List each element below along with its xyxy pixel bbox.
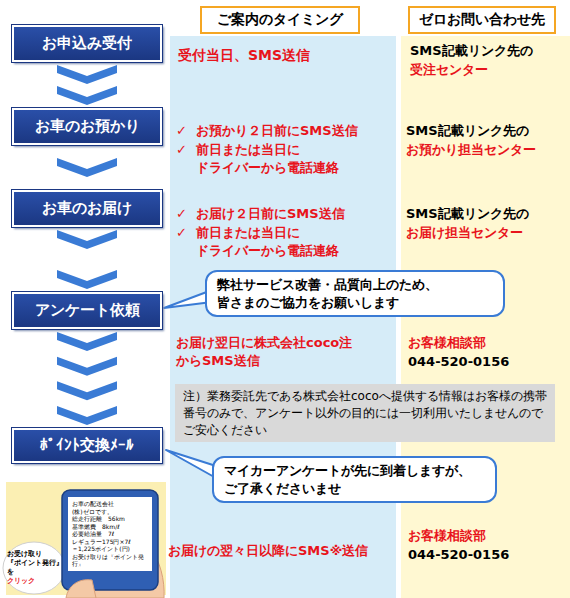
column-header: ご案内のタイミング [200, 6, 360, 34]
chevron [57, 65, 117, 84]
text-label: 受注センター [410, 61, 566, 79]
node-text: レギュラー175円×7ℓ [72, 538, 148, 546]
node-text: ＝1,225ポイント(円) [72, 545, 148, 553]
text-label: クリック [7, 577, 63, 586]
node-text: お申込み受付 [42, 34, 132, 53]
node-text: お車の配送会社 [72, 500, 148, 508]
process-box: ﾎﾟｲﾝﾄ交換ﾒｰﾙ [12, 428, 162, 463]
text-label: 前日または当日に ドライバーから電話連絡 [196, 141, 392, 176]
node-text: お受け取りは『ポイント発行』 [72, 553, 148, 568]
text-label: 『ポイント発行』 [7, 559, 63, 568]
text-label: お預かり２日前にSMS送信 [196, 122, 392, 140]
text-label: 受付当日、SMS送信 [178, 46, 390, 65]
node-text: 総走行距離 56km [72, 515, 148, 523]
click-bubble [3, 542, 65, 594]
phone-ground [6, 482, 166, 595]
chevron [57, 270, 117, 289]
flow-arrow [57, 158, 117, 177]
flow-arrow [57, 65, 117, 105]
text-label: お客様相談部 [408, 527, 566, 545]
text-label: お受け取り [7, 550, 63, 559]
callout-bubble: 弊社サービス改善・品質向上のため、 皆さまのご協力をお願いします [205, 270, 505, 317]
flow-arrow [57, 230, 117, 289]
text-label: お届け２日前にSMS送信 [196, 205, 392, 223]
process-box: お車のお預かり [12, 108, 162, 145]
chevron [57, 230, 117, 249]
text-label: ✓ [176, 205, 194, 223]
chevron [57, 406, 117, 425]
process-box: お車のお届け [12, 190, 162, 227]
text-label: 044-520-0156 [408, 546, 566, 564]
text-label: SMS記載リンク先の [410, 42, 566, 60]
text-label: 前日または当日に ドライバーから電話連絡 [196, 224, 392, 259]
callout-tail [166, 450, 216, 478]
text-label: ✓ [176, 141, 194, 159]
chevron [57, 332, 117, 351]
text-label: ✓ [176, 224, 194, 242]
chevron [57, 86, 117, 105]
text-label: お届けの翌々日以降にSMS※送信 [168, 542, 398, 560]
chevron [57, 357, 117, 376]
process-box: お申込み受付 [12, 25, 162, 62]
callout-bubble: マイカーアンケートが先に到着しますが、 ご了承くださいませ [212, 456, 497, 503]
chevron [57, 381, 117, 400]
text-label: 044-520-0156 [408, 353, 566, 371]
node-text: 注）業務委託先である株式会社cocoへ提供する情報はお客様の携帯番号のみで、アン… [183, 388, 547, 438]
process-box: アンケート依頼 [12, 292, 162, 329]
node-text: ﾎﾟｲﾝﾄ交換ﾒｰﾙ [40, 436, 134, 455]
node-text: マイカーアンケートが先に到着しますが、 ご了承くださいませ [224, 462, 485, 497]
node-text: 弊社サービス改善・品質向上のため、 皆さまのご協力をお願いします [217, 276, 493, 311]
node-text: (株)ゼロです。 [72, 508, 148, 516]
node-text: ご案内のタイミング [217, 11, 343, 29]
text-label: SMS記載リンク先の [406, 205, 568, 223]
note-box: 注）業務委託先である株式会社cocoへ提供する情報はお客様の携帯番号のみで、アン… [175, 384, 555, 442]
text-label: を [7, 568, 63, 577]
flow-arrow [57, 332, 117, 425]
column-header: ゼロお問い合わせ先 [408, 6, 556, 34]
text-label: ✓ [176, 122, 194, 140]
node-text: 基準燃費 8km/ℓ [72, 523, 148, 531]
node-text: ゼロお問い合わせ先 [419, 11, 545, 29]
node-text: お車のお預かり [35, 117, 140, 136]
thumb [66, 580, 96, 598]
text-label: お届け担当センター [406, 224, 568, 242]
text-label: SMS記載リンク先の [406, 122, 568, 140]
node-text: 必要給油量 7ℓ [72, 530, 148, 538]
text-label: お預かり担当センター [406, 141, 568, 159]
chevron [57, 158, 117, 177]
phone-screen: お車の配送会社(株)ゼロです。総走行距離 56km基準燃費 8km/ℓ必要給油量… [68, 497, 152, 571]
node-text: アンケート依頼 [35, 301, 140, 320]
text-label: お届け翌日に株式会社coco注 からSMS送信 [176, 334, 392, 369]
text-label: お客様相談部 [408, 334, 566, 352]
phone-body [62, 490, 158, 590]
node-text: お車のお届け [42, 199, 132, 218]
